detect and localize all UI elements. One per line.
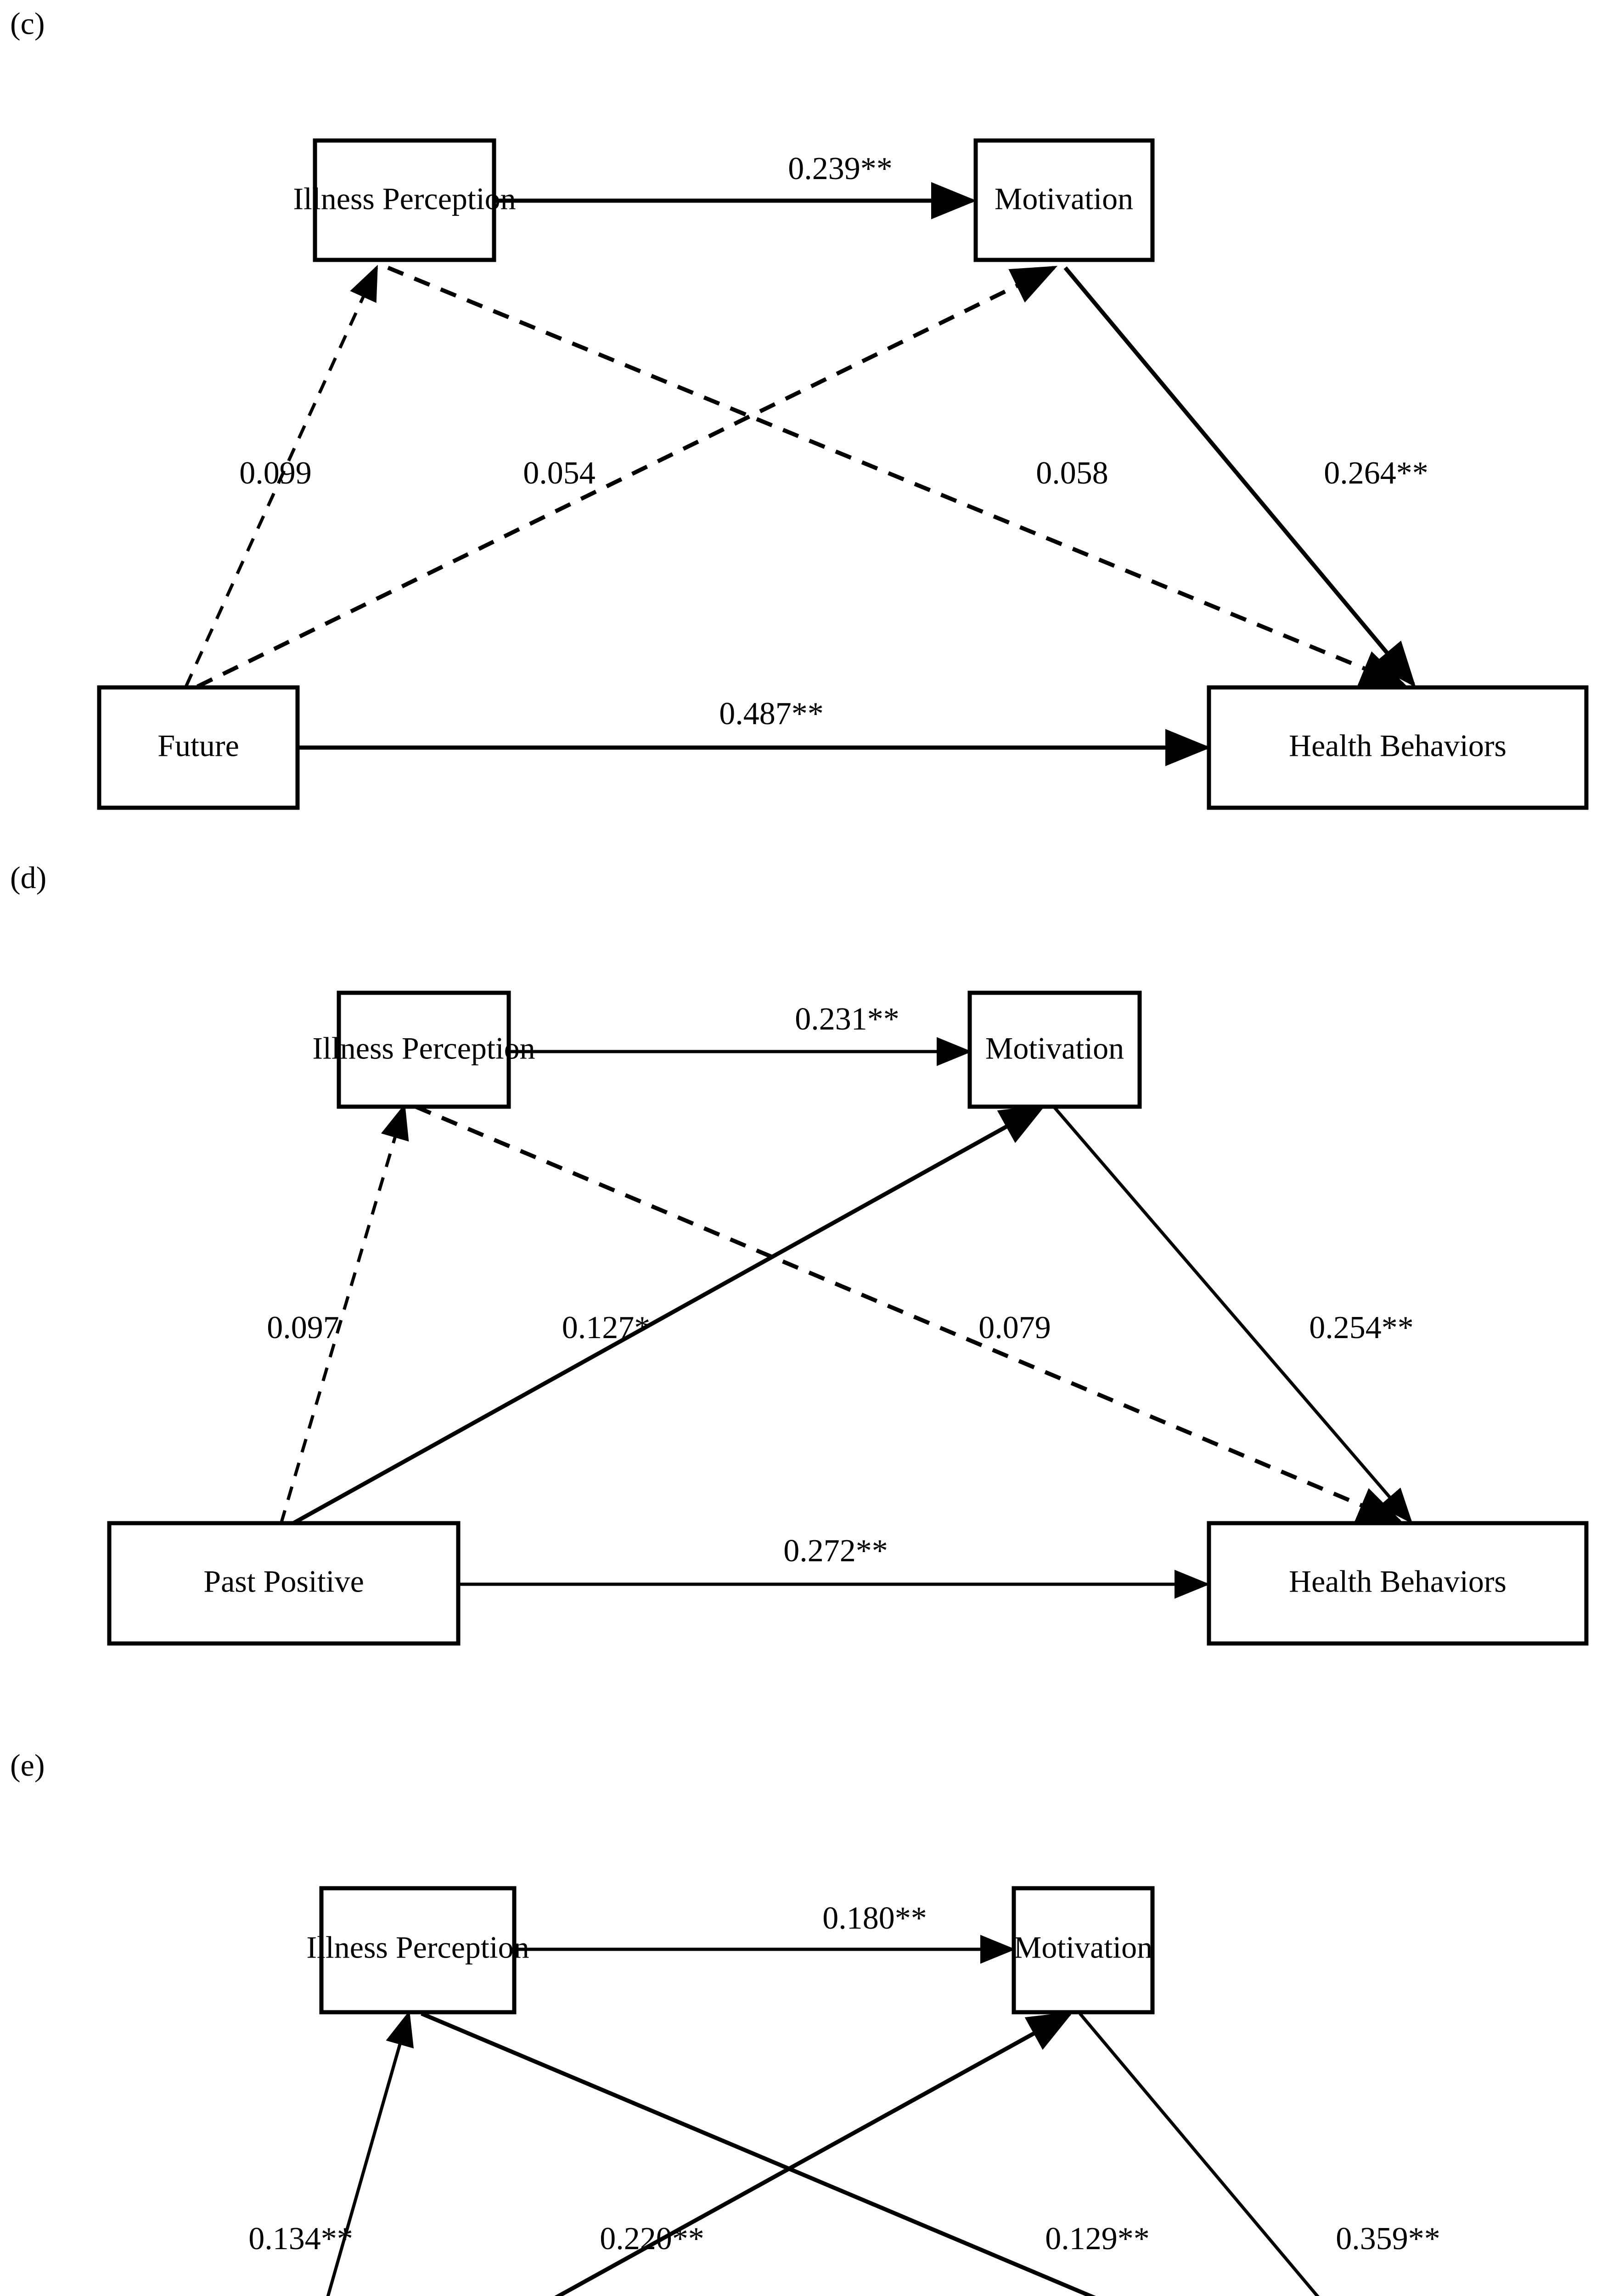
node-c-predictor[interactable]: Future [97,685,300,810]
panel-e-letter: (e) [10,1748,45,1783]
node-c-illness-perception-label: Illness Perception [293,181,516,216]
node-e-illness-perception[interactable]: Illness Perception [306,1886,529,2015]
panel-e: (e) Illness Perception [0,1671,1613,2296]
node-d-health-behaviors[interactable]: Health Behaviors [1207,1521,1589,1646]
node-d-predictor-label: Past Positive [203,1564,364,1599]
path-c-pred-to-mot [197,265,1058,689]
node-d-health-behaviors-label: Health Behaviors [1289,1564,1506,1599]
path-e-ip-to-hb [421,2011,1096,2296]
panel-c-diagram: Illness Perception Motivation Future Hea… [97,138,1589,810]
coef-d-ip-to-hb: 0.079 [978,1310,1051,1345]
node-d-illness-perception-label: Illness Perception [312,1031,535,1066]
path-e-pred-to-ip [326,2010,414,2296]
panel-c: (c) I [0,0,1613,831]
coef-c-ip-to-mot: 0.239** [788,151,893,186]
node-d-motivation-label: Motivation [985,1031,1124,1066]
node-c-predictor-label: Future [157,728,239,763]
node-c-motivation[interactable]: Motivation [973,138,1155,262]
path-c-ip-to-hb [387,265,1407,687]
panel-d-letter: (d) [10,860,47,895]
node-d-motivation[interactable]: Motivation [967,990,1142,1109]
panel-d: (d) I [0,831,1613,1671]
coef-e-mot-to-hb: 0.359** [1336,2221,1440,2257]
coef-e-ip-to-hb: 0.129** [1045,2221,1150,2257]
coef-d-pred-to-mot: 0.127* [562,1310,651,1345]
panel-d-diagram: Illness Perception Motivation Past Posit… [107,990,1589,1646]
coef-c-ip-to-hb: 0.058 [1036,456,1108,491]
node-e-motivation[interactable]: Motivation [1012,1886,1155,2015]
path-c-mot-to-hb [1063,266,1416,687]
coef-c-pred-to-ip: 0.099 [239,456,312,491]
node-e-illness-perception-label: Illness Perception [306,1930,529,1965]
coef-d-pred-to-ip: 0.097 [267,1310,339,1345]
coef-c-mot-to-hb: 0.264** [1324,456,1428,491]
coef-d-ip-to-mot: 0.231** [795,1002,899,1037]
coef-d-pred-to-hb: 0.272** [783,1533,888,1569]
node-d-illness-perception[interactable]: Illness Perception [312,990,535,1109]
node-e-motivation-label: Motivation [1014,1930,1152,1965]
node-c-motivation-label: Motivation [995,181,1133,216]
node-c-illness-perception[interactable]: Illness Perception [293,138,516,262]
coef-c-pred-to-hb: 0.487** [719,696,824,732]
coef-c-pred-to-mot: 0.054 [523,456,596,491]
coef-e-ip-to-mot: 0.180** [822,1901,927,1936]
path-d-mot-to-hb [1052,1105,1413,1524]
path-c-pred-to-ip [184,264,378,687]
node-c-health-behaviors-label: Health Behaviors [1289,728,1506,763]
panel-e-diagram: Illness Perception Motivation Present Fa… [248,1886,1440,2296]
panel-c-letter: (c) [10,6,45,41]
coef-e-pred-to-mot: 0.220** [600,2221,704,2257]
path-e-mot-to-hb [1079,2012,1320,2296]
coef-e-pred-to-ip: 0.134** [248,2221,353,2257]
node-d-predictor[interactable]: Past Positive [107,1521,461,1646]
path-d-ip-to-hb [415,1104,1404,1524]
path-d-pred-to-mot [291,1104,1046,1525]
coef-d-mot-to-hb: 0.254** [1309,1310,1414,1345]
node-c-health-behaviors[interactable]: Health Behaviors [1207,685,1589,810]
path-e-pred-to-mot [554,2011,1073,2296]
